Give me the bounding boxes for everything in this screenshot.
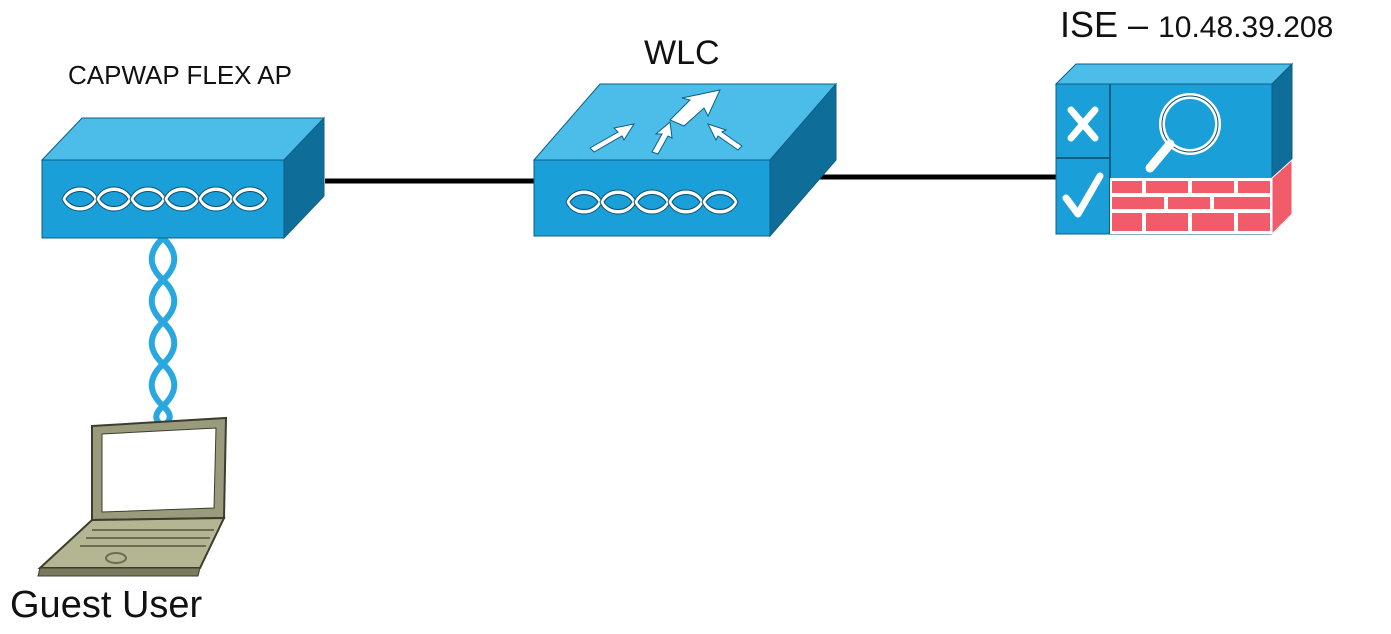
wlc-arrows-icon <box>589 89 743 155</box>
firewall-icon <box>1110 158 1293 236</box>
close-icon <box>1067 106 1099 142</box>
wlc-label: WLC <box>644 34 720 72</box>
ise-ip-address: 10.48.39.208 <box>1158 11 1334 44</box>
wireless-link <box>148 235 178 429</box>
ise-device <box>1054 62 1294 236</box>
ap-device <box>40 116 326 240</box>
ise-name: ISE <box>1060 4 1119 45</box>
ise-separator: – <box>1128 4 1149 45</box>
ap-label: CAPWAP FLEX AP <box>68 60 292 90</box>
wlc-device <box>532 82 838 238</box>
laptop-icon <box>37 416 228 577</box>
ise-label: ISE – 10.48.39.208 <box>1060 4 1333 46</box>
check-icon <box>1062 172 1104 218</box>
wlc-wave-icon <box>565 189 739 215</box>
guest-user-label: Guest User <box>10 584 203 626</box>
magnifier-icon <box>1145 93 1221 173</box>
